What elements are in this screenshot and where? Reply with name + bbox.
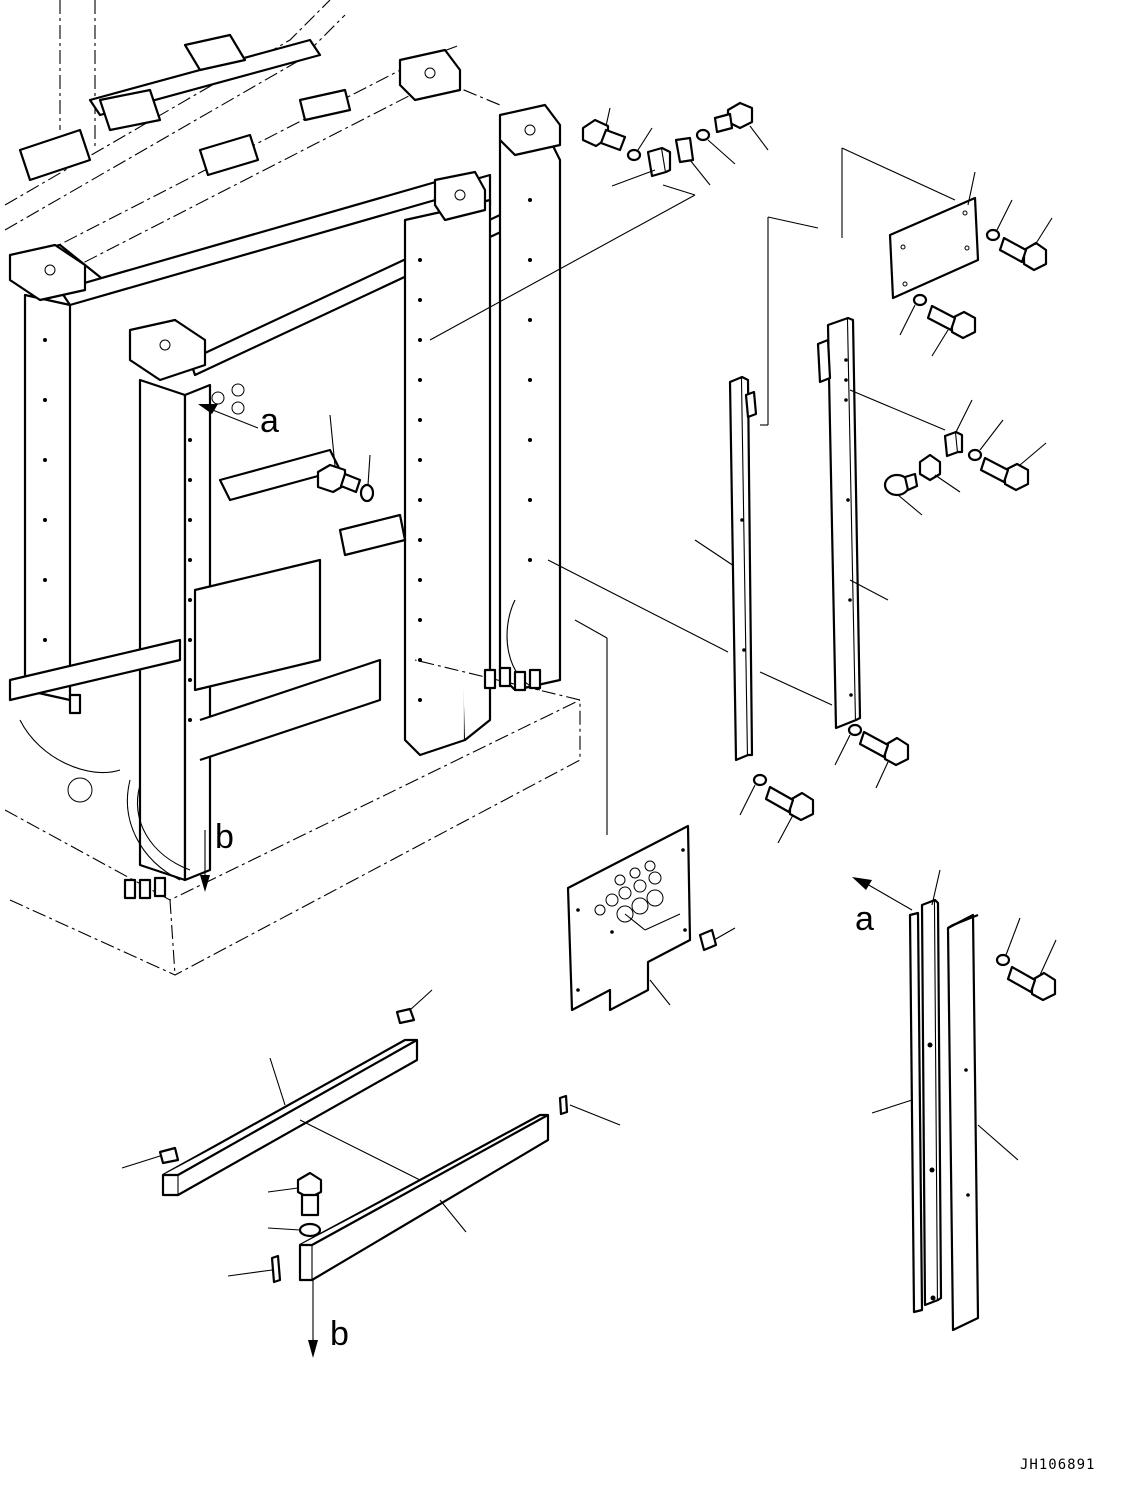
washer-icon — [967, 419, 1004, 462]
bolt-icon — [998, 217, 1053, 272]
bolt-icon — [581, 107, 627, 152]
bolt-icon — [979, 442, 1047, 492]
bolt-icon — [1006, 939, 1057, 1002]
connector-panel-plate — [566, 619, 692, 1012]
view-arrow-b-lower: b — [308, 1280, 349, 1358]
floor-bolts — [67, 383, 542, 900]
washer-icon — [995, 917, 1021, 967]
bolt-icon — [713, 101, 769, 151]
column-holes — [43, 198, 532, 722]
washer-icon — [695, 128, 736, 165]
view-arrow-a-lower: a — [852, 877, 913, 938]
washer-icon — [739, 773, 768, 816]
bolt-icon — [764, 785, 815, 844]
view-arrow-a-upper: a — [198, 402, 279, 440]
bracket-icon — [611, 146, 672, 187]
grommet-icon — [698, 927, 736, 952]
top-hardware-group — [429, 101, 769, 341]
bracket-icon — [674, 136, 711, 186]
cap-icon — [395, 989, 433, 1025]
cap-icon — [883, 472, 923, 516]
lower-channel-beam — [298, 1113, 550, 1282]
lower-right-rail-assembly — [871, 869, 943, 1314]
column-caps — [8, 48, 562, 382]
drawing-code: JH106891 — [1020, 1457, 1095, 1473]
washer-icon — [626, 127, 653, 162]
view-label-a-lower: a — [855, 900, 874, 938]
left-vertical-rail — [694, 216, 819, 762]
washer-icon — [267, 1222, 322, 1238]
cab-frame-structure — [4, 0, 581, 976]
frame-mount-bolt — [316, 414, 375, 503]
lower-upper-beam — [161, 1038, 441, 1197]
top-cover-plate — [841, 147, 980, 300]
right-vertical-rail — [547, 316, 946, 730]
lower-right-cover-strip — [946, 913, 1019, 1332]
washer-icon — [985, 199, 1013, 242]
washer-icon — [899, 293, 928, 336]
view-arrow-b-upper: b — [200, 818, 234, 892]
bolt-icon — [267, 1171, 323, 1217]
bracket-icon — [943, 399, 973, 458]
nut-icon — [918, 453, 961, 493]
view-label-b-upper: b — [215, 818, 234, 856]
bolt-icon — [926, 304, 977, 357]
view-label-a-upper: a — [260, 402, 279, 440]
cap-icon — [121, 1146, 180, 1169]
cap-icon — [227, 1254, 282, 1284]
view-label-b-lower: b — [330, 1315, 349, 1353]
cap-icon — [558, 1094, 621, 1126]
bolt-icon — [858, 730, 910, 789]
washer-icon — [834, 723, 863, 766]
